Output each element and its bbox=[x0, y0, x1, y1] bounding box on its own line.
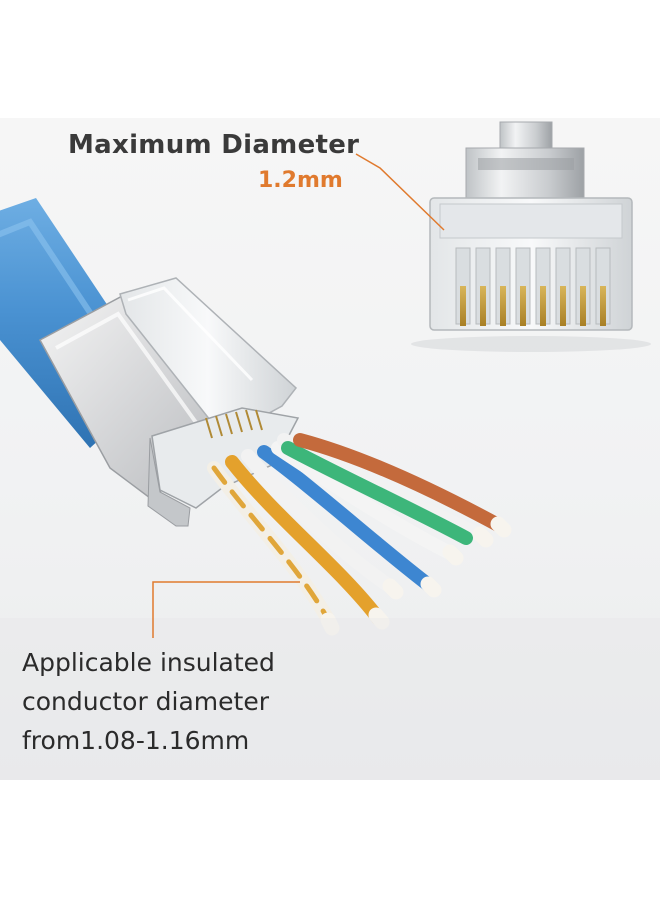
rj45-connector-illustration bbox=[0, 121, 660, 780]
conductor-label-line-1: Applicable insulated bbox=[22, 648, 275, 677]
conductor-label-line-3: from1.08-1.16mm bbox=[22, 726, 250, 755]
conductor-label-line-2: conductor diameter bbox=[22, 687, 269, 716]
rj45-connector bbox=[38, 277, 300, 527]
product-photo: Maximum Diameter 1.2mm Applicable insula… bbox=[0, 118, 660, 780]
conductor-leader-line bbox=[152, 581, 300, 638]
connector-front-view bbox=[411, 121, 651, 352]
wires bbox=[207, 433, 512, 636]
max-diameter-value: 1.2mm bbox=[258, 168, 343, 193]
max-diameter-label: Maximum Diameter bbox=[68, 130, 360, 160]
max-diameter-leader-line bbox=[355, 153, 445, 231]
